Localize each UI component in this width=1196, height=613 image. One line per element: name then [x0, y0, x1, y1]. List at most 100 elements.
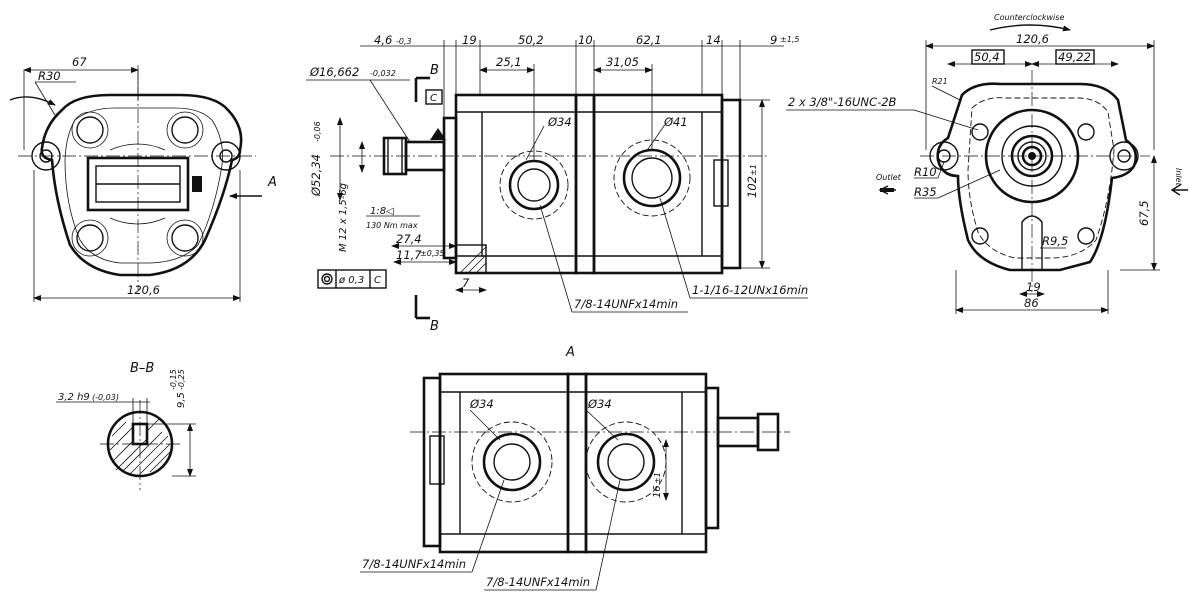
datum-c-box: [425, 89, 443, 105]
dim-9: 9: [770, 33, 777, 47]
rear-bolt-br: [1077, 227, 1095, 245]
section-b-label-top: B: [430, 63, 439, 78]
inlet-label: Inlet: [1174, 168, 1183, 187]
box-49-22: [1055, 49, 1095, 65]
bottom-view: A Ø34 Ø34 16 ±1 7/8-14UNFx14min 7/8-14UN…: [360, 345, 790, 591]
section-hatching: [109, 417, 171, 475]
bottom-flange: [704, 386, 720, 530]
dim-27-4: 27,4: [396, 232, 422, 246]
front-r30-line: [34, 81, 56, 116]
section-title: B–B: [130, 361, 154, 376]
bottom-middle-plate: [566, 372, 588, 554]
hatch-3: [475, 262, 487, 274]
side-view: B B: [306, 33, 808, 334]
front-r30-arc: [9, 96, 56, 106]
bb-hatch-5: [139, 443, 171, 475]
leader-r35: [937, 169, 1001, 199]
rear-thread-label: 2 x 3/8"-16UNC-2B: [788, 95, 897, 109]
dim-31-05: 31,05: [606, 55, 639, 69]
flange-plate: [442, 116, 458, 260]
bottom-dia-34-right: Ø34: [587, 397, 612, 411]
feature-frame: [317, 269, 387, 289]
bb-hatch-4: [129, 435, 169, 475]
rear-dim-r21: R21: [932, 77, 948, 86]
front-bolt-bl: [76, 224, 104, 252]
key-depth-tol-top: -0,15: [169, 369, 178, 390]
body-rear-section: [592, 93, 724, 275]
concentricity-icon: [321, 273, 333, 285]
rear-view: Counterclockwise 120,6 50,4 49,22: [786, 13, 1188, 314]
front-boss-tr: [166, 111, 204, 149]
tol-102: ±1: [749, 164, 758, 176]
view-a-label-bottom: A: [565, 345, 575, 360]
leader-dia-41: [645, 125, 665, 153]
bottom-tol-16: ±1: [653, 472, 662, 484]
rear-bolt-tr: [1077, 123, 1095, 141]
frame-tol: ø 0,3: [338, 275, 364, 286]
rear-dim-19: 19: [1026, 280, 1041, 294]
dia-34: Ø34: [547, 115, 572, 129]
leader-port-2: [659, 197, 691, 299]
port-rear-spot: [613, 139, 691, 217]
rear-bolt-tl: [971, 123, 989, 141]
tol-9: ±1,5: [780, 35, 799, 44]
bottom-leader-port-left: [471, 479, 505, 573]
frame-datum: C: [374, 275, 381, 286]
front-dim-120-6: 120,6: [127, 283, 160, 297]
bb-hatch-1: [111, 439, 135, 463]
dim-50-2: 50,2: [518, 33, 544, 47]
rear-inner-outline: [967, 97, 1115, 259]
bottom-port-right: [596, 432, 656, 492]
port-1: 7/8-14UNFx14min: [574, 297, 678, 311]
rear-dim-49-22: 49,22: [1058, 50, 1091, 64]
front-flange-outline: [40, 93, 243, 277]
dim-19: 19: [462, 33, 477, 47]
front-inner-outline: [64, 107, 223, 264]
port-front-spot: [499, 150, 569, 220]
front-bolt-br: [171, 224, 199, 252]
leader-port-1: [539, 204, 573, 313]
rotation-label: Counterclockwise: [994, 13, 1064, 22]
box-50-4: [971, 49, 1005, 65]
inlet-arrow: [1170, 184, 1188, 196]
rear-cover-boss: [713, 159, 729, 207]
bb-hatch-2: [115, 439, 147, 471]
rear-dim-67-5: 67,5: [1137, 200, 1151, 226]
section-bb-view: B–B 3,2 h9 (-0,03) 9,5 -0,15 -0,25: [56, 361, 196, 490]
concentricity-icon-inner: [323, 275, 331, 283]
bottom-port-left: 7/8-14UNFx14min: [362, 557, 466, 571]
rear-bolt-bl: [971, 227, 989, 245]
datum-c: C: [430, 93, 437, 104]
rear-dim-86: 86: [1024, 296, 1039, 310]
rear-dim-r35: R35: [914, 185, 937, 199]
dia-52-34: Ø52,34: [309, 154, 323, 197]
leader-r21: [931, 85, 961, 101]
front-boss-bl: [71, 219, 109, 257]
tol-16-662: -0,032: [370, 69, 396, 78]
bb-hatch-8: [111, 421, 127, 437]
taper: 1:8◁: [370, 206, 394, 217]
bottom-leader-dia-right: [585, 409, 619, 441]
body-middle-plate: [574, 93, 596, 275]
tol-11-7: ±0,35: [420, 249, 445, 258]
rear-body-outline: [936, 82, 1138, 272]
thread-m12: M 12 x 1,5-6g: [338, 183, 349, 252]
dim-25-1: 25,1: [496, 55, 522, 69]
bottom-cover-boss: [429, 435, 445, 485]
bottom-port-right: 7/8-14UNFx14min: [486, 575, 590, 589]
bb-hatch-6: [149, 451, 171, 473]
bottom-rear-section: [438, 372, 570, 554]
key-depth: 9,5: [176, 392, 187, 408]
key-depth-tol-bottom: -0,25: [177, 369, 186, 390]
bottom-port-right-inner: [607, 443, 645, 481]
bottom-leader-dia-left: [469, 409, 501, 441]
dim-10: 10: [578, 33, 593, 47]
rear-dim-r10: R10: [914, 165, 937, 179]
dim-102: 102: [745, 176, 759, 198]
dim-14: 14: [706, 33, 721, 47]
leader-16-662-diag: [369, 79, 411, 143]
bottom-port-left: [482, 432, 542, 492]
hatch-1: [459, 246, 487, 274]
tol-52-34: -0,06: [313, 121, 322, 142]
dim-7: 7: [462, 276, 470, 290]
